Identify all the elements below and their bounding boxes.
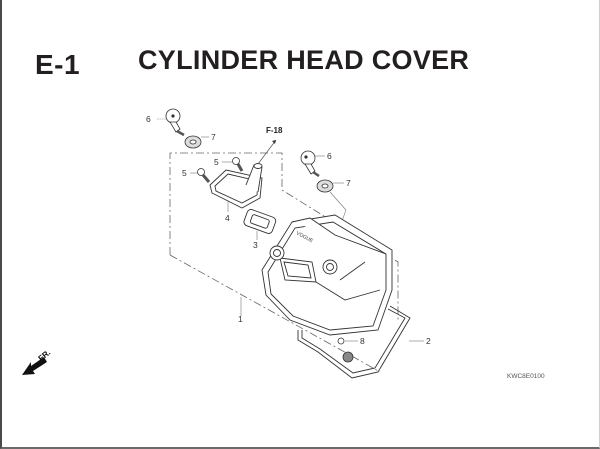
callout-4: 4	[225, 213, 230, 223]
callout-7-left: 7	[211, 132, 216, 142]
cap-bolt-left-icon	[165, 108, 185, 137]
breather-cover-icon	[209, 163, 263, 209]
callout-7-right: 7	[346, 178, 351, 188]
washer-right-icon	[316, 179, 334, 193]
assembly-outline	[169, 152, 399, 320]
bolt-left-icon	[197, 168, 211, 183]
gasket-plug-icon	[342, 351, 354, 363]
page-title: CYLINDER HEAD COVER	[138, 45, 470, 75]
callout-8: 8	[360, 336, 365, 346]
drawing-code: KWC8E0100	[507, 373, 545, 380]
assembly-outline-lower	[169, 254, 381, 373]
section-code: E-1	[35, 49, 81, 80]
washer-left-icon	[184, 135, 202, 149]
cap-bolt-right-icon	[300, 150, 320, 178]
plug-icon	[337, 337, 345, 345]
callout-6-left: 6	[146, 114, 151, 124]
cylinder-head-cover-icon	[261, 214, 393, 336]
cover-gasket-icon	[297, 305, 411, 379]
bolt-right-icon	[232, 157, 244, 172]
callout-3: 3	[253, 240, 258, 250]
breather-gasket-icon	[243, 209, 277, 234]
callout-1: 1	[238, 314, 243, 324]
callout-5-left: 5	[182, 168, 187, 178]
reference-f18-label: F-18	[266, 126, 283, 135]
front-direction-arrow-icon	[22, 357, 47, 375]
callout-2: 2	[426, 336, 431, 346]
callout-6-right: 6	[327, 151, 332, 161]
callout-5-right: 5	[214, 157, 219, 167]
